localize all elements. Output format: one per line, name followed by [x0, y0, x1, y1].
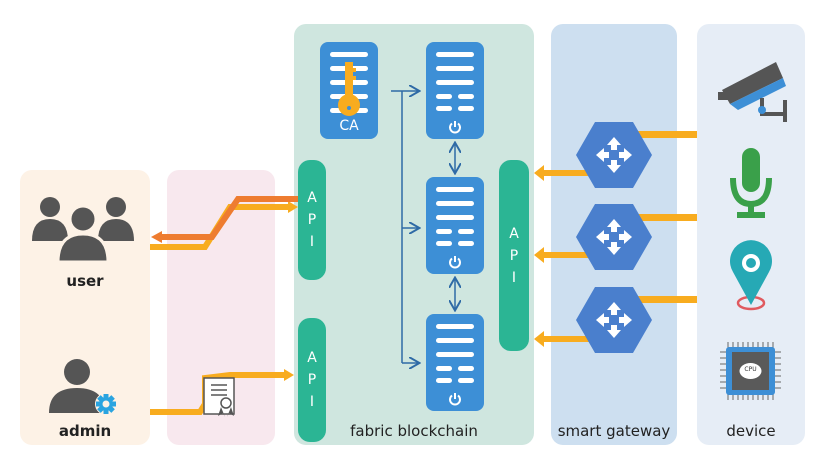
api-letter: P: [307, 372, 317, 388]
camera-icon: [718, 62, 787, 122]
peer-server-3: [426, 314, 484, 411]
api-letter: A: [509, 225, 519, 242]
gateway-api-arrows: [534, 165, 592, 347]
router-icon: [596, 137, 632, 173]
api-letter: A: [307, 190, 317, 206]
power-icon: [449, 393, 461, 406]
api-letter: A: [307, 350, 317, 366]
router-icon: [596, 302, 632, 338]
certificate-icon: [203, 377, 235, 417]
ca-server: CA: [320, 42, 378, 139]
api-letter: P: [307, 212, 317, 228]
gear-icon: [95, 393, 117, 415]
api-left-top: A P I: [298, 160, 326, 280]
gateway-node-3: [576, 287, 652, 353]
peer-server-2: [426, 177, 484, 274]
key-icon: [338, 62, 360, 116]
gateway-label: smart gateway: [557, 422, 671, 440]
cpu-chip-icon: [720, 342, 781, 400]
device-gateway-lines: [630, 131, 697, 303]
router-icon: [596, 219, 632, 255]
api-letter: I: [309, 234, 315, 250]
power-icon: [449, 121, 461, 134]
user-group-icon: [32, 197, 134, 264]
user-label: user: [66, 272, 104, 290]
microphone-icon: [730, 148, 772, 218]
location-pin-icon: [730, 240, 772, 311]
gateway-node-2: [576, 204, 652, 270]
gateway-node-1: [576, 122, 652, 188]
admin-icon: [49, 359, 117, 415]
cpu-label: CPU: [744, 366, 757, 373]
device-label: device: [726, 422, 776, 440]
peer-server-1: [426, 42, 484, 139]
api-letter: I: [309, 394, 315, 410]
ca-label: CA: [339, 118, 359, 134]
user-api-arrows: [150, 196, 298, 250]
power-icon: [449, 256, 461, 269]
fabric-label: fabric blockchain: [350, 422, 478, 440]
fabric-connectors: [391, 91, 455, 363]
admin-label: admin: [58, 422, 112, 440]
api-letter: I: [511, 269, 517, 286]
api-letter: P: [509, 247, 519, 264]
api-right: A P I: [499, 160, 529, 351]
api-left-bottom: A P I: [298, 318, 326, 442]
